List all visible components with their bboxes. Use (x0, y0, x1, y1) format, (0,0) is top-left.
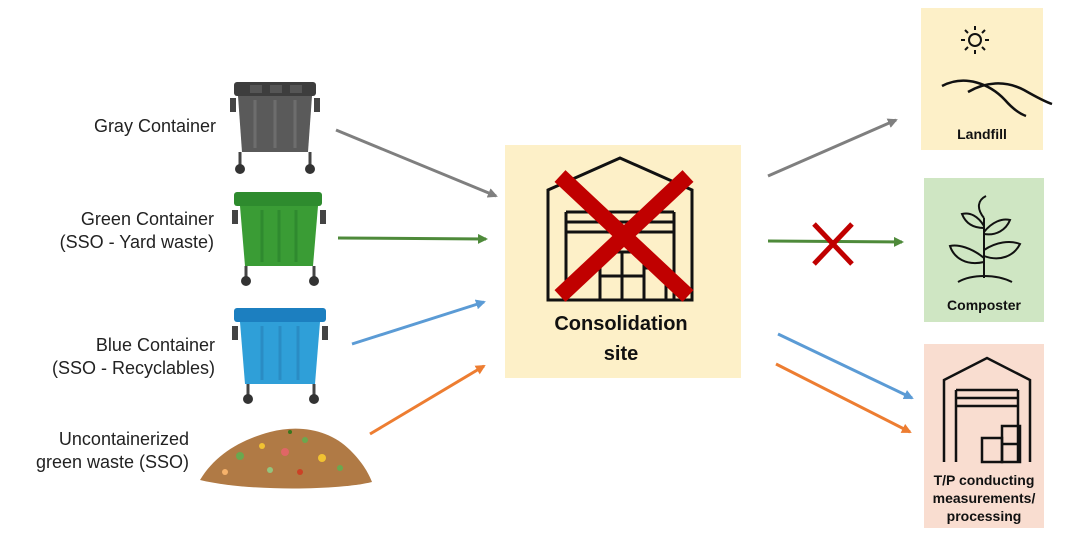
green-bin-icon (232, 192, 326, 286)
composter-label: Composter (947, 297, 1021, 313)
gray-bin-icon (230, 82, 320, 174)
consolidation-title-line1: Consolidation (554, 313, 687, 335)
processor-label-line3: processing (947, 508, 1022, 524)
blue-container-label: Blue Container (SSO - Recyclables) (52, 334, 215, 380)
gray-container-name: Gray Container (94, 115, 216, 138)
gray-container-label: Gray Container (94, 115, 216, 138)
landfill-label: Landfill (957, 126, 1007, 142)
uncontainerized-type: green waste (SSO) (36, 451, 189, 474)
processor-label-line2: measurements/ (933, 490, 1036, 506)
processor-label-line1: T/P conducting (934, 472, 1035, 488)
blue-bin-icon (232, 308, 328, 404)
consolidation-title-line2: site (604, 343, 638, 365)
orange-inbound-arrow (370, 366, 484, 434)
blocked-route-icon (814, 224, 852, 264)
green-inbound-arrow (338, 238, 486, 239)
uncontainerized-waste-label: Uncontainerized green waste (SSO) (36, 428, 189, 474)
green-container-type: (SSO - Yard waste) (60, 231, 214, 254)
orange-outbound-arrow (776, 364, 910, 432)
landfill-outbound-arrow (768, 120, 896, 176)
blue-outbound-arrow (778, 334, 912, 398)
blue-container-type: (SSO - Recyclables) (52, 357, 215, 380)
waste-pile-icon (200, 429, 372, 489)
uncontainerized-name: Uncontainerized (36, 428, 189, 451)
gray-inbound-arrow (336, 130, 496, 196)
green-container-name: Green Container (60, 208, 214, 231)
blue-container-name: Blue Container (52, 334, 215, 357)
blue-inbound-arrow (352, 302, 484, 344)
green-container-label: Green Container (SSO - Yard waste) (60, 208, 214, 254)
